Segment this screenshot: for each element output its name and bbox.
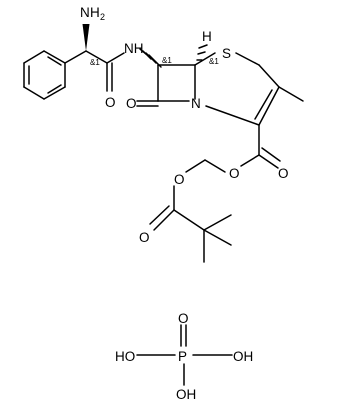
bond xyxy=(23,50,45,64)
stereo-label-c6: &1 xyxy=(209,57,219,66)
bond xyxy=(153,209,175,231)
bond xyxy=(47,84,62,94)
phosphate-ho-left-label: HO xyxy=(115,349,135,364)
bond xyxy=(149,205,170,225)
bond xyxy=(203,229,232,246)
bond xyxy=(43,50,66,64)
stereo-label-alpha: &1 xyxy=(90,58,100,67)
phosphate-oh-bottom-label: OH xyxy=(176,387,196,402)
bond xyxy=(261,147,281,162)
ester-carbonyl-oxygen-label: O xyxy=(278,166,289,181)
hashed-bond-c6 xyxy=(196,44,208,61)
sulfur-label: S xyxy=(222,46,231,61)
wedge-bond xyxy=(82,24,90,51)
amine-n-label: N xyxy=(80,5,90,20)
bond xyxy=(258,154,279,169)
bond xyxy=(64,50,87,64)
amine-h-label: H xyxy=(90,5,100,20)
bond xyxy=(258,64,280,88)
ester-chain xyxy=(149,124,281,263)
beta-lactam-ring xyxy=(136,64,196,107)
ring-h-label: H xyxy=(202,29,212,44)
bond xyxy=(205,105,260,126)
bond xyxy=(194,52,216,66)
phosphoric-acid-bonds xyxy=(136,324,233,386)
phosphorus-label: P xyxy=(178,349,187,364)
atom-labels: N H 2 &1 O NH &1 &1 H S N O O O O O O P … xyxy=(80,5,289,402)
amide-nh-label: NH xyxy=(124,41,144,56)
bond xyxy=(197,51,206,55)
phenyl-ring xyxy=(23,50,66,100)
amide-oxygen-label: O xyxy=(105,95,116,110)
methyl-bond xyxy=(278,86,304,102)
bond xyxy=(258,86,280,126)
side-chain xyxy=(64,24,125,92)
bond xyxy=(198,44,208,49)
bond xyxy=(240,154,260,167)
bond xyxy=(235,52,260,66)
bond xyxy=(173,209,205,231)
bond xyxy=(185,159,206,173)
lactam-n-label: N xyxy=(191,96,201,111)
phosphate-oh-right-label: OH xyxy=(233,349,253,364)
dihydrothiazine-ring xyxy=(194,52,304,126)
bond xyxy=(204,159,226,173)
phosphate-oxygen-label: O xyxy=(178,311,189,326)
amine-h-subscript: 2 xyxy=(100,12,105,22)
ester-oxygen-label: O xyxy=(229,166,240,181)
bond xyxy=(43,86,66,100)
bond xyxy=(106,52,125,64)
bond xyxy=(85,50,108,64)
bond xyxy=(254,89,273,120)
stereo-label-c7: &1 xyxy=(162,56,172,65)
bond xyxy=(203,214,232,231)
pivaloyl-carbonyl-oxygen-label: O xyxy=(139,230,150,245)
bond xyxy=(47,56,62,66)
lactam-oxygen-label: O xyxy=(126,96,137,111)
bond xyxy=(23,86,45,100)
acyloxy-oxygen-label: O xyxy=(174,172,185,187)
